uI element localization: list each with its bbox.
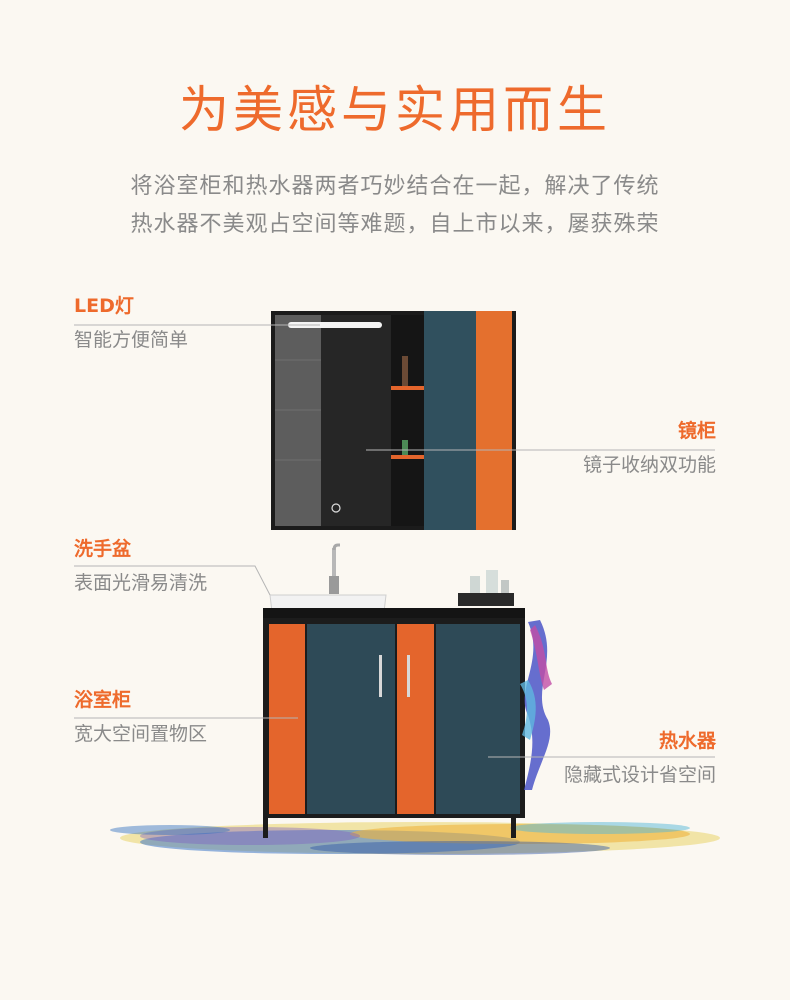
door-handle-right bbox=[407, 655, 410, 697]
callout-heater-desc: 隐藏式设计省空间 bbox=[563, 764, 716, 786]
intro-line-1: 将浴室柜和热水器两者巧妙结合在一起，解决了传统 bbox=[130, 174, 660, 199]
callout-led: LED灯 智能方便简单 bbox=[74, 293, 188, 353]
callout-basin-title: 洗手盆 bbox=[74, 538, 132, 560]
callout-cabinet: 浴室柜 宽大空间置物区 bbox=[74, 687, 207, 747]
callout-cabinet-desc: 宽大空间置物区 bbox=[74, 723, 208, 745]
page-title: 为美感与实用而生 bbox=[179, 81, 611, 139]
basin bbox=[269, 543, 387, 613]
callout-led-desc: 智能方便简单 bbox=[74, 329, 189, 351]
callout-heater: 热水器 隐藏式设计省空间 bbox=[564, 728, 716, 788]
mirror-cabinet bbox=[271, 311, 516, 530]
callout-basin-desc: 表面光滑易清洗 bbox=[74, 572, 208, 594]
callout-mirror-title: 镜柜 bbox=[677, 420, 716, 442]
callout-heater-title: 热水器 bbox=[658, 730, 716, 752]
intro-line-2: 热水器不美观占空间等难题，自上市以来，屡获殊荣 bbox=[130, 212, 660, 237]
countertop-decor bbox=[458, 570, 514, 606]
intro-text: 将浴室柜和热水器两者巧妙结合在一起，解决了传统 热水器不美观占空间等难题，自上市… bbox=[60, 168, 730, 244]
countertop bbox=[263, 608, 525, 618]
callout-led-title: LED灯 bbox=[74, 295, 134, 317]
callout-mirror-desc: 镜子收纳双功能 bbox=[582, 454, 716, 476]
touch-switch-icon bbox=[331, 503, 341, 513]
color-splash bbox=[520, 620, 552, 790]
callout-mirror: 镜柜 镜子收纳双功能 bbox=[583, 418, 716, 478]
callout-basin: 洗手盆 表面光滑易清洗 bbox=[74, 536, 207, 596]
callout-cabinet-title: 浴室柜 bbox=[74, 689, 132, 711]
paint-splash bbox=[110, 822, 720, 855]
callout-lines bbox=[74, 324, 715, 758]
door-handle-left bbox=[379, 655, 382, 697]
led-strip bbox=[288, 322, 382, 328]
vanity-cabinet bbox=[263, 618, 525, 838]
